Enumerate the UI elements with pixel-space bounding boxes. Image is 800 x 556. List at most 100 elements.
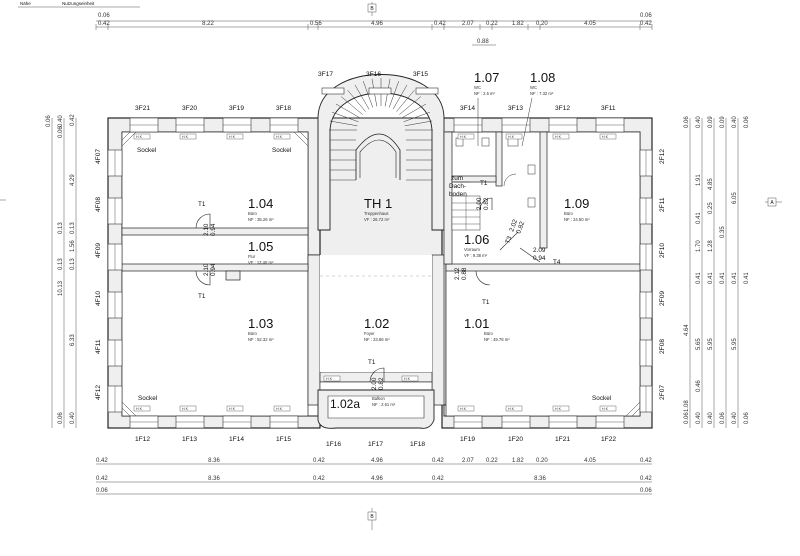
window-label: 1F21 xyxy=(555,436,570,443)
dim-top-2: 8.22 xyxy=(202,21,214,27)
radiator xyxy=(599,133,617,140)
sockel-label: Sockel xyxy=(138,395,157,402)
room-area: NF : 2.5 m² xyxy=(474,91,496,96)
radiator-label: H K xyxy=(136,135,143,139)
header-sheet-label: Nutzungseinheit xyxy=(62,1,95,6)
room-number: 1.09 xyxy=(564,196,589,211)
dim-bot2-2: 8.36 xyxy=(208,476,220,482)
radiator xyxy=(133,133,151,140)
dim-right-c-2: 0.06 xyxy=(744,116,750,128)
window-label: 2F07 xyxy=(659,385,666,400)
radiator-label: H K xyxy=(602,135,609,139)
door-tag: T1 xyxy=(198,293,206,300)
room-area: VF : 13.45 m² xyxy=(248,260,274,265)
header-left-label: Nähe xyxy=(20,1,31,6)
radiator xyxy=(179,405,197,412)
radiator-label: H K xyxy=(276,407,283,411)
dim-right-b-5: 0.41 xyxy=(720,272,726,284)
room-use: Flur xyxy=(248,254,256,259)
left-dimensions: 0.06 0.40 0.06 0.42 4.29 0.13 1.56 0.13 … xyxy=(46,114,77,428)
dim-right-c-6: 0.40 xyxy=(732,412,738,424)
door-size: 2.00 xyxy=(371,377,378,390)
radiator-label: H K xyxy=(136,407,143,411)
dim-bot-11: 0.42 xyxy=(640,458,652,464)
room-number: 1.02 xyxy=(364,316,389,331)
dim-top-sub: 0.88 xyxy=(477,39,489,45)
dim-bot2-3: 0.42 xyxy=(313,476,325,482)
room-1-04: 1.04 Büro NF : 35.26 m² xyxy=(248,196,274,222)
radiator-label: H K xyxy=(508,135,515,139)
dim-right-c-5: 5.95 xyxy=(732,338,738,350)
dim-right-a-1: 0.40 xyxy=(696,116,702,128)
dim-left-outer-1: 0.06 xyxy=(46,115,52,127)
dim-right-b-6: 0.41 xyxy=(732,272,738,284)
radiator-label: H K xyxy=(182,407,189,411)
dim-right-a-12: 0.46 xyxy=(696,380,702,392)
door-size: 2.02 xyxy=(508,218,519,233)
room-area: NF : 24.50 m² xyxy=(564,217,590,222)
window-label: 1F15 xyxy=(276,436,291,443)
radiator xyxy=(552,405,570,412)
room-use: Treppenhaus xyxy=(364,211,389,216)
dim-top-7: 0.22 xyxy=(486,21,498,27)
room-1-02: 1.02 Foyer NF : 23.66 m² xyxy=(364,316,390,342)
door-size: 0.82 xyxy=(515,220,526,235)
dim-left-mid-1: 0.13 xyxy=(58,222,64,234)
window-labels-left: 4F07 4F08 4F09 4F10 4F11 4F12 xyxy=(95,149,102,400)
room-1-07: 1.07 WC NF : 2.5 m² xyxy=(474,70,499,96)
building-walls xyxy=(107,74,653,429)
radiator-label: H K xyxy=(508,407,515,411)
dim-right-b-1: 0.09 xyxy=(708,116,714,128)
dim-right-a-8: 0.41 xyxy=(696,272,702,284)
dim-right-a-11: 1.08 xyxy=(684,400,690,412)
room-area: NF : 23.66 m² xyxy=(364,337,390,342)
door-size: 0.94 xyxy=(210,223,217,236)
door-size: 0.82 xyxy=(378,377,385,390)
right-dimensions: 0.40 0.06 1.91 0.25 0.41 1.70 1.28 0.41 … xyxy=(684,116,750,428)
sockel-labels: Sockel Sockel Sockel Sockel xyxy=(121,131,641,417)
room-use: Balkon xyxy=(372,396,385,401)
room-number: TH 1 xyxy=(364,196,392,211)
window-label: 3F11 xyxy=(601,105,616,112)
stair-tread xyxy=(362,81,374,108)
dim-bot-outer-right: 0.06 xyxy=(640,488,652,494)
dim-bot-10: 4.05 xyxy=(584,458,596,464)
window-label: 2F12 xyxy=(659,149,666,164)
dim-right-b-2: 0.09 xyxy=(720,116,726,128)
radiator xyxy=(133,405,151,412)
room-number: 1.03 xyxy=(248,316,273,331)
dim-left-outer-3: 0.06 xyxy=(58,126,64,138)
stair-tread xyxy=(392,84,408,110)
window-stair xyxy=(368,87,392,95)
dim-top-9: 0.20 xyxy=(536,21,548,27)
dim-left-8: 0.06 xyxy=(58,412,64,424)
stair-tread xyxy=(335,103,361,119)
door-size: 0.94 xyxy=(210,263,217,276)
dim-right-a-10: 4.64 xyxy=(684,324,690,336)
radiator xyxy=(552,133,570,140)
radiator-label: H K xyxy=(326,377,333,381)
stair-treads xyxy=(329,78,433,181)
room-use: Büro xyxy=(248,211,258,216)
room-area: NF : 7.32 m² xyxy=(530,91,554,96)
sockel-label: Sockel xyxy=(272,147,291,154)
door-size: 2.10 xyxy=(203,223,210,236)
room-use: Foyer xyxy=(364,331,375,336)
dim-right-a-14: 0.06 xyxy=(684,412,690,424)
dim-right-a-7: 1.28 xyxy=(708,240,714,252)
room-1-08: 1.08 WC NF : 7.32 m² xyxy=(530,70,555,96)
window-label: 2F10 xyxy=(659,243,666,258)
attic-stair xyxy=(451,195,481,231)
dim-left-2: 4.29 xyxy=(70,174,76,186)
room-1-06: 1.06 Vorraum VF : 9.38 m² xyxy=(464,232,489,258)
door-size: 2.12 xyxy=(454,267,461,280)
room-number: 1.06 xyxy=(464,232,489,247)
room-number: 1.01 xyxy=(464,316,489,331)
window-label: 3F15 xyxy=(413,71,428,78)
window-label: 3F21 xyxy=(135,105,150,112)
radiator-label: H K xyxy=(555,407,562,411)
attic-label-1: zum xyxy=(451,175,463,182)
door-tag: T4 xyxy=(553,259,561,266)
radiator-label: H K xyxy=(555,135,562,139)
